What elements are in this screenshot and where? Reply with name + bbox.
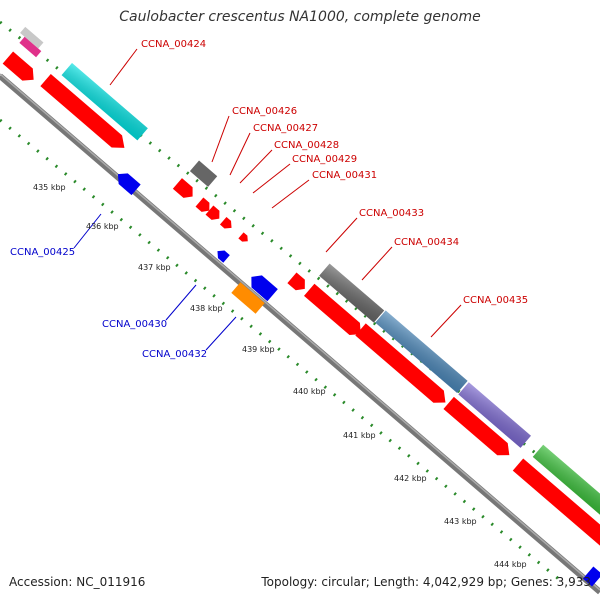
inner-dotted-ring	[0, 118, 561, 582]
cds-arrow	[304, 283, 361, 336]
reverse-arrow	[117, 173, 141, 196]
feature-segment	[189, 160, 218, 187]
reverse-arrow	[217, 250, 230, 263]
topology-text: Topology: circular; Length: 4,042,929 bp…	[261, 575, 591, 589]
cds-arrow	[205, 205, 220, 220]
reverse-arrow	[251, 275, 278, 302]
gene-label-ccna-00434[interactable]: CCNA_00434	[394, 237, 459, 248]
gene-label-ccna-00432[interactable]: CCNA_00432	[142, 349, 207, 360]
scale-tick-label: 436 kbp	[86, 222, 119, 231]
gene-label-ccna-00426[interactable]: CCNA_00426	[232, 106, 297, 117]
gene-label-ccna-00425[interactable]: CCNA_00425	[10, 247, 75, 258]
reverse-feature	[582, 566, 600, 587]
gene-label-ccna-00435[interactable]: CCNA_00435	[463, 295, 528, 306]
outer-track	[19, 26, 600, 536]
scale-tick-label: 444 kbp	[494, 560, 527, 569]
scale-tick-label: 441 kbp	[343, 431, 376, 440]
scale-tick-label: 443 kbp	[444, 517, 477, 526]
forward-label-leaders	[109, 48, 462, 338]
scale-tick-label: 442 kbp	[394, 474, 427, 483]
gene-label-ccna-00430[interactable]: CCNA_00430	[102, 319, 167, 330]
outer-dotted-ring	[0, 20, 600, 507]
gene-label-ccna-00428[interactable]: CCNA_00428	[274, 140, 339, 151]
feature-segment	[19, 36, 42, 58]
gene-label-ccna-00433[interactable]: CCNA_00433	[359, 208, 424, 219]
accession-text: Accession: NC_011916	[9, 575, 146, 589]
cds-arrow	[219, 216, 232, 229]
cds-arrow	[287, 272, 305, 291]
cds-arrow	[172, 178, 193, 198]
scale-tick-label: 437 kbp	[138, 263, 171, 272]
scale-tick-label: 435 kbp	[33, 183, 66, 192]
gene-label-ccna-00427[interactable]: CCNA_00427	[253, 123, 318, 134]
cds-arrow	[195, 197, 210, 212]
forward-cds-track	[2, 51, 600, 546]
reverse-feature	[231, 282, 265, 314]
feature-segment	[20, 26, 44, 49]
cds-arrow	[238, 232, 248, 242]
map-title: Caulobacter crescentus NA1000, complete …	[119, 9, 481, 25]
scale-tick-label: 438 kbp	[190, 304, 223, 313]
gene-label-ccna-00431[interactable]: CCNA_00431	[312, 170, 377, 181]
cds-arrow	[443, 396, 510, 456]
reverse-strand-track	[117, 173, 600, 587]
cds-arrow	[2, 51, 34, 81]
genome-backbone	[0, 73, 600, 595]
cds-arrow	[512, 458, 600, 546]
scale-tick-label: 440 kbp	[293, 387, 326, 396]
scale-tick-label: 439 kbp	[242, 345, 275, 354]
cds-arrow	[355, 323, 446, 403]
reverse-label-leaders	[73, 213, 237, 351]
gene-label-ccna-00429[interactable]: CCNA_00429	[292, 154, 357, 165]
gene-label-ccna-00424[interactable]: CCNA_00424	[141, 39, 206, 50]
cds-arrow	[40, 74, 125, 148]
